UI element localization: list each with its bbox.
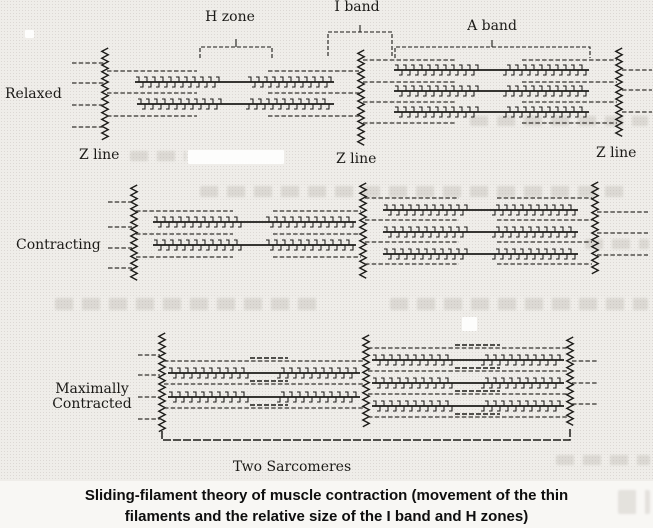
figure-caption-line2: filaments and the relative size of the I… <box>124 508 529 525</box>
bleed-through-smudge <box>556 455 650 465</box>
maximally-contracted-label: Maximally Contracted <box>52 381 132 413</box>
z-line-label-middle: Z line <box>336 151 377 167</box>
whiteout-mark <box>462 317 477 331</box>
relaxed-label: Relaxed <box>5 86 62 102</box>
bleed-through-smudge <box>618 490 650 514</box>
z-line-label-right: Z line <box>596 145 637 161</box>
bleed-through-smudge <box>55 298 325 310</box>
figure-caption: Sliding-filament theory of muscle contra… <box>0 485 653 527</box>
a-band-label: A band <box>467 18 517 34</box>
caption-background-strip <box>0 481 653 528</box>
bleed-through-smudge <box>200 186 630 197</box>
bleed-through-smudge <box>585 239 649 249</box>
i-band-label: I band <box>334 0 380 15</box>
h-zone-label: H zone <box>205 9 255 25</box>
whiteout-mark <box>188 150 284 164</box>
bleed-through-smudge <box>390 298 648 310</box>
figure-caption-line1: Sliding-filament theory of muscle contra… <box>84 487 569 504</box>
sliding-filament-diagram <box>72 25 652 441</box>
z-line-label-left: Z line <box>79 147 120 163</box>
bleed-through-smudge <box>470 116 648 126</box>
whiteout-mark <box>25 30 34 38</box>
two-sarcomeres-label: Two Sarcomeres <box>232 459 352 475</box>
bleed-through-smudge <box>130 151 186 161</box>
contracting-label: Contracting <box>16 237 101 253</box>
